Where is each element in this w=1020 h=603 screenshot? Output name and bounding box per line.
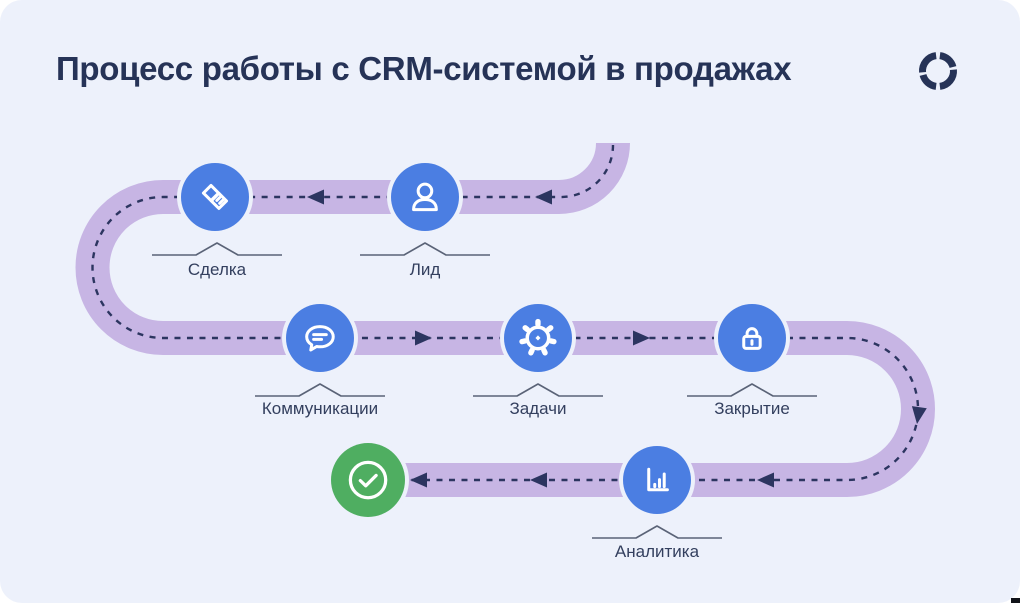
label-pointers [152, 242, 817, 539]
node-lead [387, 159, 463, 235]
label-pointer [592, 525, 722, 539]
handshake-icon [201, 183, 228, 210]
chat-bubble-icon [305, 325, 335, 352]
flow-arrows [307, 189, 927, 488]
node-label-lead: Лид [410, 260, 441, 279]
node-circle [331, 443, 405, 517]
corner-mark [1011, 598, 1020, 603]
node-label-communications: Коммуникации [262, 399, 378, 418]
node-label-tasks: Задачи [509, 399, 566, 418]
node-label-analytics: Аналитика [615, 542, 700, 561]
flow-arrow [757, 472, 774, 488]
flow-dashed-line [91, 144, 920, 482]
user-icon [412, 182, 438, 212]
node-deal [177, 159, 253, 235]
node-circle [623, 446, 691, 514]
flow-arrow [307, 189, 324, 205]
node-circle [718, 304, 786, 372]
flow-arrow [410, 472, 427, 488]
node-closing [714, 300, 790, 376]
label-pointer [473, 383, 603, 397]
shutter-circle-logo [919, 52, 957, 90]
gear-icon [519, 318, 557, 356]
flow-arrow [535, 189, 552, 205]
node-label-closing: Закрытие [714, 399, 790, 418]
flow-arrow [530, 472, 547, 488]
label-pointer [687, 383, 817, 397]
flow-arrow [911, 406, 927, 424]
node-tasks [500, 300, 576, 376]
node-communications [282, 300, 358, 376]
flow-arrow [633, 330, 650, 346]
check-circle-icon [348, 460, 388, 500]
lock-icon [742, 327, 762, 350]
bar-chart-icon [647, 467, 669, 492]
label-pointer [255, 383, 385, 397]
node-done [327, 439, 409, 521]
page-title: Процесс работы с CRM-системой в продажах [56, 50, 792, 87]
label-pointer [152, 242, 282, 256]
flow-arrow [415, 330, 432, 346]
label-pointer [360, 242, 490, 256]
node-label-deal: Сделка [188, 260, 247, 279]
node-analytics [619, 442, 695, 518]
